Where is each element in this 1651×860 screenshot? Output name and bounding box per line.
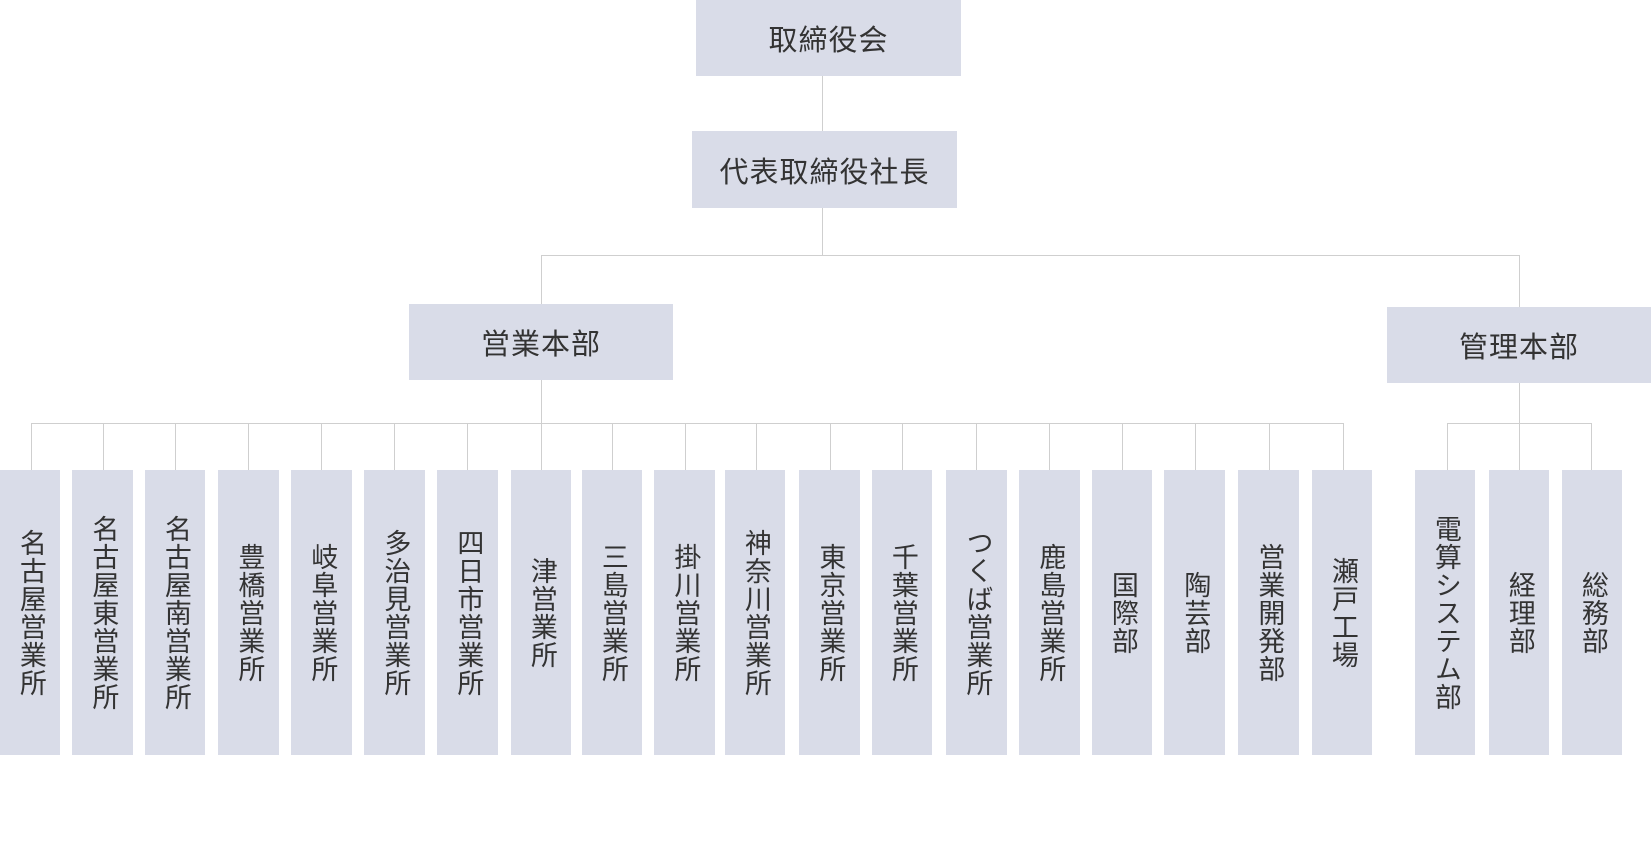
unit-label: 営業開発部 (1253, 542, 1285, 683)
unit-node-kanagawa: 神奈川営業所 (725, 470, 785, 755)
unit-label: 名古屋南営業所 (159, 514, 191, 711)
unit-node-nagoya: 名古屋営業所 (0, 470, 60, 755)
unit-label: 三島営業所 (596, 542, 628, 683)
unit-label: 陶芸部 (1179, 570, 1211, 655)
connector-to-admin-hq (1519, 255, 1520, 307)
unit-label: 岐阜営業所 (306, 542, 338, 683)
unit-label: 総務部 (1576, 570, 1608, 655)
unit-node-gifu: 岐阜営業所 (291, 470, 352, 755)
connector-unit-drop (1122, 423, 1123, 470)
unit-label: 四日市営業所 (452, 528, 484, 697)
connector-unit-drop (612, 423, 613, 470)
connector-unit-drop (467, 423, 468, 470)
connector-board-president (822, 76, 823, 131)
unit-label: 名古屋営業所 (14, 528, 46, 697)
unit-node-mishima: 三島営業所 (582, 470, 642, 755)
connector-unit-drop (756, 423, 757, 470)
unit-node-accounting: 経理部 (1489, 470, 1549, 755)
sales-hq-node: 営業本部 (409, 304, 673, 380)
connector-unit-drop (248, 423, 249, 470)
connector-unit-drop (1343, 423, 1344, 470)
unit-node-tokyo: 東京営業所 (799, 470, 860, 755)
unit-node-seto-factory: 瀬戸工場 (1312, 470, 1372, 755)
admin-hq-node: 管理本部 (1387, 307, 1651, 383)
connector-unit-drop (175, 423, 176, 470)
unit-label: 多治見営業所 (379, 528, 411, 697)
connector-unit-drop (830, 423, 831, 470)
unit-label: 名古屋東営業所 (87, 514, 119, 711)
unit-node-tsu: 津営業所 (511, 470, 571, 755)
unit-node-kakegawa: 掛川営業所 (654, 470, 715, 755)
unit-label: 電算システム部 (1429, 514, 1461, 711)
unit-node-general-affairs: 総務部 (1562, 470, 1622, 755)
connector-to-sales-hq (541, 255, 542, 304)
unit-node-chiba: 千葉営業所 (872, 470, 932, 755)
unit-node-sales-development: 営業開発部 (1238, 470, 1299, 755)
connector-admin-hq-down (1519, 383, 1520, 423)
unit-node-yokkaichi: 四日市営業所 (437, 470, 498, 755)
unit-node-computer-systems: 電算システム部 (1415, 470, 1475, 755)
unit-label: 掛川営業所 (669, 542, 701, 683)
connector-unit-drop (103, 423, 104, 470)
unit-label: つくば営業所 (961, 528, 993, 697)
connector-president-down (822, 208, 823, 255)
unit-label: 千葉営業所 (886, 542, 918, 683)
unit-label: 国際部 (1106, 570, 1138, 655)
unit-node-toyohashi: 豊橋営業所 (218, 470, 279, 755)
connector-sales-units-bar (31, 423, 1343, 424)
connector-unit-drop (1519, 423, 1520, 470)
unit-label: 東京営業所 (814, 542, 846, 683)
connector-unit-drop (1447, 423, 1448, 470)
unit-label: 津営業所 (525, 556, 557, 669)
unit-label: 鹿島営業所 (1034, 542, 1066, 683)
connector-hq-branch (541, 255, 1520, 256)
connector-unit-drop (685, 423, 686, 470)
president-node: 代表取締役社長 (692, 131, 957, 208)
unit-label: 経理部 (1503, 570, 1535, 655)
unit-node-tajimi: 多治見営業所 (364, 470, 425, 755)
connector-unit-drop (1049, 423, 1050, 470)
unit-node-international: 国際部 (1092, 470, 1152, 755)
unit-node-ceramics: 陶芸部 (1164, 470, 1225, 755)
connector-unit-drop (1195, 423, 1196, 470)
unit-label: 神奈川営業所 (739, 528, 771, 697)
connector-unit-drop (321, 423, 322, 470)
board-node: 取締役会 (696, 0, 961, 76)
connector-sales-hq-down (541, 380, 542, 423)
connector-unit-drop (902, 423, 903, 470)
connector-unit-drop (394, 423, 395, 470)
unit-node-nagoya-higashi: 名古屋東営業所 (72, 470, 133, 755)
unit-node-nagoya-minami: 名古屋南営業所 (145, 470, 205, 755)
connector-unit-drop (1269, 423, 1270, 470)
unit-label: 瀬戸工場 (1326, 556, 1358, 669)
connector-unit-drop (1591, 423, 1592, 470)
connector-unit-drop (976, 423, 977, 470)
unit-node-kashima: 鹿島営業所 (1019, 470, 1080, 755)
unit-label: 豊橋営業所 (233, 542, 265, 683)
unit-node-tsukuba: つくば営業所 (946, 470, 1007, 755)
connector-unit-drop (541, 423, 542, 470)
connector-unit-drop (31, 423, 32, 470)
